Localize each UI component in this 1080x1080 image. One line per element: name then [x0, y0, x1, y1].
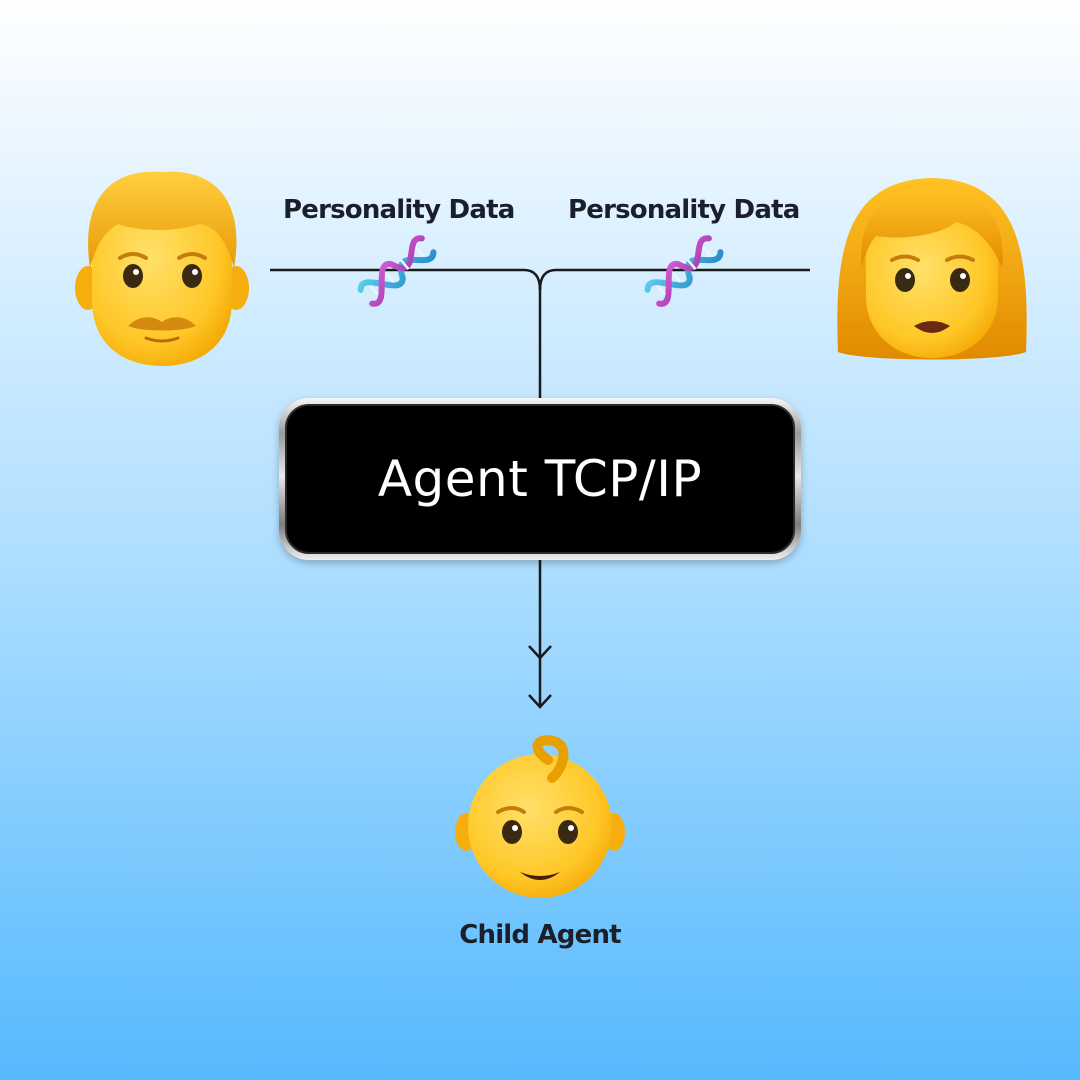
man-emoji: [75, 171, 249, 366]
personality-data-label-right: Personality Data: [568, 195, 800, 225]
baby-emoji: [455, 735, 625, 898]
child-agent-label: Child Agent: [459, 920, 621, 950]
arrow-head-1: [528, 645, 552, 660]
agent-box-inner: Agent TCP/IP: [285, 404, 795, 554]
personality-data-label-left: Personality Data: [283, 195, 515, 225]
dna-icon-left: [357, 235, 437, 307]
agent-title: Agent TCP/IP: [377, 450, 703, 508]
woman-emoji: [837, 178, 1027, 360]
connector-lines: [270, 268, 810, 709]
arrow-head-2: [528, 694, 552, 709]
right-connector: [538, 268, 810, 291]
dna-icon-right: [644, 235, 724, 307]
agent-tcp-ip-box: Agent TCP/IP: [279, 398, 801, 560]
